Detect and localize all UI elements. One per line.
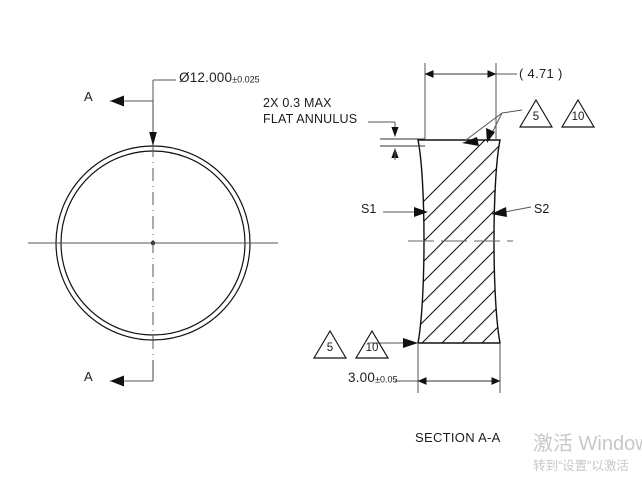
surface-flag-triangle-bottom-1 bbox=[312, 329, 348, 359]
diameter-arrow bbox=[149, 132, 157, 146]
surface-label-s2: S2 bbox=[534, 202, 550, 216]
diameter-callout: Ø12.000±0.025 bbox=[179, 71, 260, 85]
watermark-subtitle: 转到“设置”以激活 bbox=[533, 459, 629, 473]
reference-dimension-label: ( 4.71 ) bbox=[519, 66, 563, 81]
thickness-dimension-label: 3.00±0.05 bbox=[348, 371, 398, 385]
surface-flag-value-top-2: 10 bbox=[571, 111, 585, 123]
surface-flag-value-bottom-1: 5 bbox=[326, 342, 334, 354]
top-flag-arrow bbox=[462, 137, 479, 146]
s1-arrow bbox=[414, 207, 428, 217]
s2-leader bbox=[491, 206, 532, 217]
diameter-nominal: 12.000 bbox=[189, 70, 233, 85]
windows-activation-watermark: 激活 Windows 转到“设置”以激活 bbox=[533, 431, 642, 475]
surface-flag-triangle-top-2 bbox=[560, 98, 596, 128]
surface-flag-triangle-top-1 bbox=[518, 98, 554, 128]
diameter-tolerance: ±0.025 bbox=[232, 74, 260, 85]
section-cut-line-bottom bbox=[110, 360, 154, 387]
flat-annulus-note-line1: 2X 0.3 MAX bbox=[263, 96, 332, 110]
section-hatching bbox=[418, 140, 500, 343]
section-cut-line-top bbox=[110, 95, 154, 140]
section-marker-label-bottom: A bbox=[84, 369, 93, 384]
top-flag-leader bbox=[462, 109, 523, 146]
surface-flag-value-top-1: 5 bbox=[532, 111, 540, 123]
annulus-arrow-down bbox=[391, 127, 399, 137]
thickness-nominal: 3.00 bbox=[348, 370, 376, 385]
top-flag-arrow-2 bbox=[486, 128, 495, 143]
bottom-flag-arrow bbox=[403, 338, 418, 348]
s1-leader bbox=[383, 207, 428, 217]
flat-annulus-note-line2: FLAT ANNULUS bbox=[263, 112, 358, 126]
section-title: SECTION A-A bbox=[415, 430, 501, 445]
flat-annulus-note: 2X 0.3 MAX FLAT ANNULUS bbox=[263, 95, 357, 127]
section-marker-label-top: A bbox=[84, 89, 93, 104]
watermark-title: 激活 Windows bbox=[533, 433, 642, 455]
section-arrow-top bbox=[110, 95, 124, 107]
thickness-tolerance: ±0.05 bbox=[375, 374, 398, 385]
surface-label-s1: S1 bbox=[361, 202, 377, 216]
surface-flag-triangle-bottom-2 bbox=[354, 329, 390, 359]
lens-cross-section bbox=[417, 139, 501, 344]
diameter-symbol-and-nominal: Ø bbox=[179, 70, 190, 85]
surface-flag-value-bottom-2: 10 bbox=[365, 342, 379, 354]
s2-arrow bbox=[491, 207, 507, 217]
bottom-flag-leader bbox=[370, 338, 418, 348]
section-arrow-bottom bbox=[110, 375, 124, 387]
diameter-leader bbox=[149, 79, 176, 146]
flat-annulus-dimension bbox=[368, 121, 425, 160]
